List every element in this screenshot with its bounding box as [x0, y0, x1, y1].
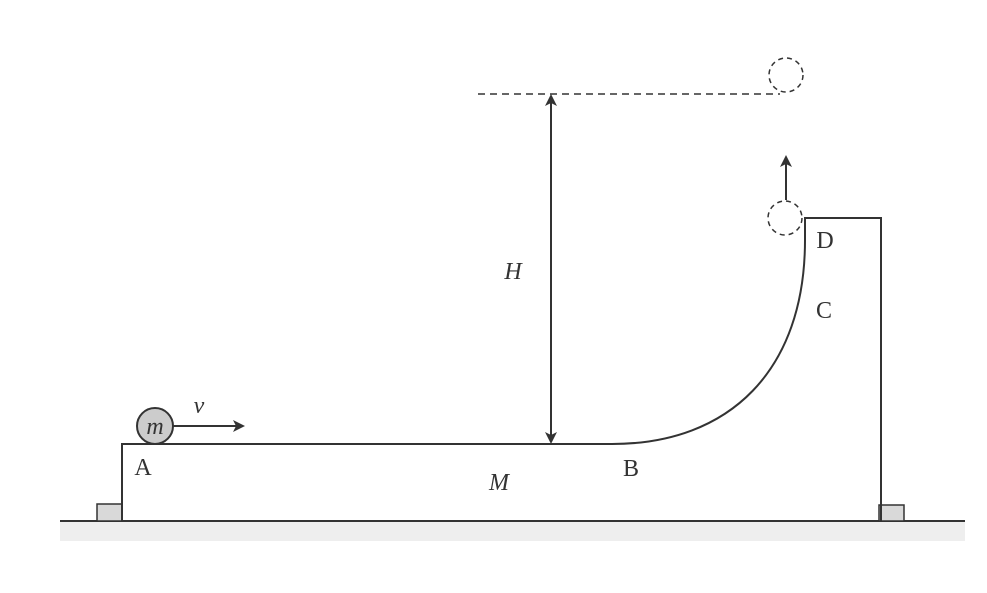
ball-mass-label: m [146, 414, 163, 440]
right-stopper [878, 504, 905, 522]
block-outline [121, 217, 882, 521]
point-d-label: D [816, 228, 833, 254]
left-stopper [96, 503, 123, 522]
ground-shadow [60, 521, 965, 541]
ball-at-d-dashed [767, 200, 803, 236]
ball-max-height-dashed [768, 57, 804, 93]
point-a-label: A [134, 455, 152, 481]
point-c-label: C [816, 298, 832, 324]
velocity-label: v [194, 393, 205, 419]
point-b-label: B [623, 456, 639, 482]
height-label: H [503, 259, 523, 285]
block-mass-label: M [488, 470, 511, 496]
